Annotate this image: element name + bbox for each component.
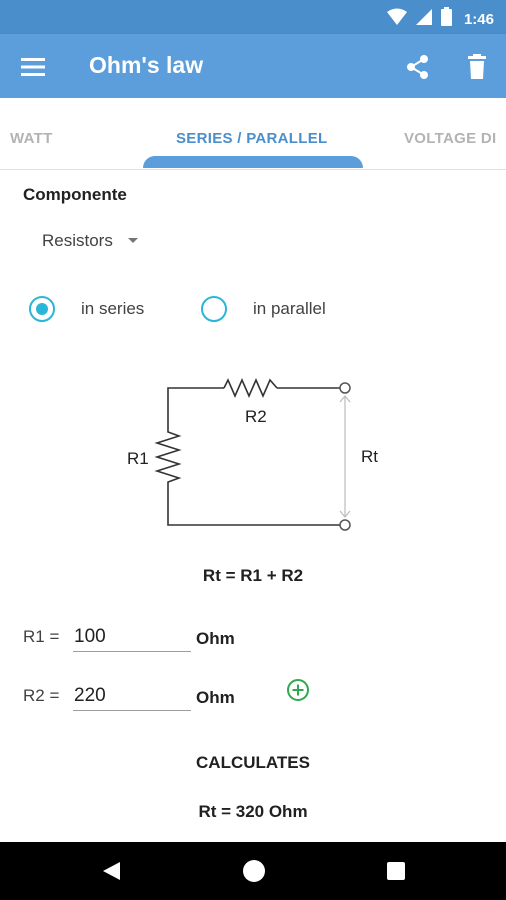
result-text: Rt = 320 Ohm (198, 802, 308, 821)
status-bar: 1:46 (0, 0, 506, 34)
r1-label: R1 = (23, 627, 60, 646)
wire-bottom (167, 488, 340, 526)
navigation-bar (0, 842, 506, 900)
tab-voltage-divider[interactable]: VOLTAGE DI (404, 130, 497, 147)
plus-circle-icon (286, 679, 310, 706)
tab-indicator (143, 156, 363, 168)
rt-arrow (339, 395, 351, 518)
formula: Rt = R1 + R2 (202, 566, 304, 585)
radio-dot (36, 303, 48, 315)
label-r1: R1 (127, 449, 149, 468)
label-rt: Rt (361, 447, 378, 466)
status-icons: 1:46 (386, 7, 494, 31)
series-circuit-diagram: R2 R1 Rt (127, 378, 378, 531)
r2-input[interactable] (73, 681, 191, 711)
wifi-icon (386, 8, 407, 31)
terminal-bottom (339, 519, 351, 531)
r1-input[interactable] (73, 622, 191, 652)
share-icon (403, 55, 433, 86)
nav-back-button[interactable] (100, 860, 122, 887)
app-title: Ohm's law (89, 52, 204, 78)
component-dropdown-value: Resistors (42, 231, 113, 250)
r2-label: R2 = (23, 686, 60, 705)
radio-in-parallel[interactable] (201, 296, 227, 322)
resistor-r1-symbol (154, 425, 182, 488)
nav-home-button[interactable] (242, 859, 266, 888)
battery-icon (440, 7, 452, 31)
r1-unit: Ohm (196, 629, 235, 648)
add-resistor-button[interactable] (286, 678, 310, 702)
radio-label-in-parallel[interactable]: in parallel (253, 299, 326, 318)
dropdown-arrow-icon (127, 232, 139, 250)
share-button[interactable] (403, 52, 433, 82)
nav-recents-button[interactable] (386, 861, 406, 886)
delete-button[interactable] (462, 52, 492, 82)
terminal-top (339, 382, 351, 394)
r2-unit: Ohm (196, 688, 235, 707)
tab-series-parallel[interactable]: SERIES / PARALLEL (176, 130, 328, 147)
radio-label-in-series[interactable]: in series (81, 299, 145, 318)
label-r2: R2 (245, 407, 267, 426)
status-time: 1:46 (463, 10, 494, 28)
component-dropdown[interactable]: Resistors (42, 231, 139, 251)
trash-icon (462, 54, 492, 86)
calculate-button[interactable]: CALCULATES (196, 753, 310, 772)
resistor-r2-symbol (223, 378, 278, 398)
app-bar: Ohm's law (0, 34, 506, 98)
radio-in-series[interactable] (29, 296, 55, 322)
tab-watt[interactable]: WATT (10, 130, 53, 147)
back-triangle-icon (100, 862, 122, 886)
home-circle-icon (242, 860, 266, 887)
menu-icon (18, 58, 48, 86)
wire-top (167, 387, 224, 425)
menu-button[interactable] (18, 52, 48, 82)
cell-signal-icon (415, 8, 433, 31)
tab-bar: WATT SERIES / PARALLEL VOLTAGE DI (0, 98, 506, 170)
recents-square-icon (386, 862, 406, 885)
component-label: Componente (23, 185, 127, 204)
